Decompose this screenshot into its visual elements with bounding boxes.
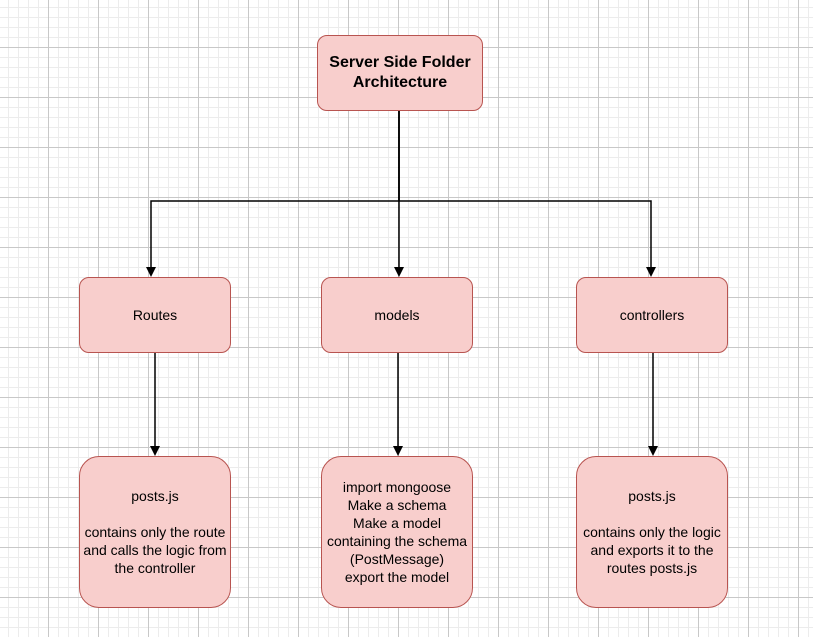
- edge-title-controllers: [398, 111, 656, 277]
- routes-file-node[interactable]: posts.js contains only the route and cal…: [79, 456, 231, 608]
- models-node[interactable]: models: [321, 277, 473, 353]
- models-file-node[interactable]: import mongoose Make a schema Make a mod…: [321, 456, 473, 608]
- title-node[interactable]: Server Side Folder Architecture: [317, 35, 483, 111]
- controllers-file-node-label: posts.js contains only the logic and exp…: [583, 488, 721, 576]
- models-file-node-label: import mongoose Make a schema Make a mod…: [326, 479, 468, 585]
- controllers-file-node[interactable]: posts.js contains only the logic and exp…: [576, 456, 728, 608]
- controllers-node-label: controllers: [619, 307, 685, 323]
- routes-node[interactable]: Routes: [79, 277, 231, 353]
- edge-title-routes: [146, 111, 400, 277]
- controllers-node[interactable]: controllers: [576, 277, 728, 353]
- routes-file-node-label: posts.js contains only the route and cal…: [83, 488, 227, 576]
- routes-node-label: Routes: [132, 307, 178, 323]
- models-node-label: models: [374, 307, 420, 323]
- title-node-label: Server Side Folder Architecture: [329, 54, 471, 91]
